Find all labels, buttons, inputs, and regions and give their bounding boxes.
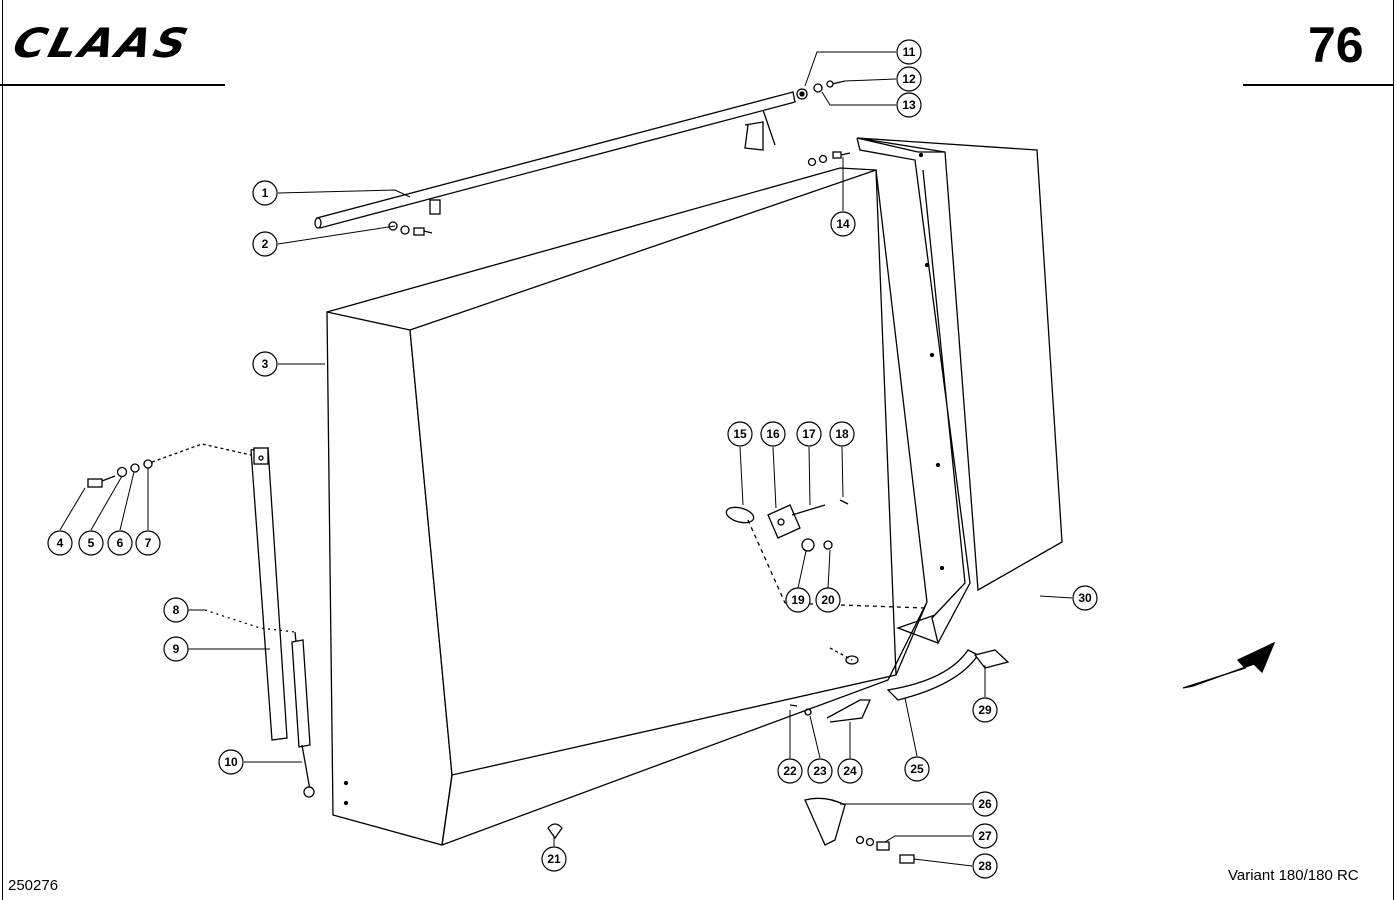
svg-text:22: 22 — [783, 764, 797, 778]
callout-16: 16 — [760, 421, 786, 447]
callout-5: 5 — [78, 530, 104, 556]
page-border-right — [1393, 0, 1394, 900]
door-panel — [326, 167, 928, 846]
svg-text:16: 16 — [766, 427, 780, 441]
callout-1: 1 — [252, 180, 278, 206]
svg-text:21: 21 — [547, 852, 561, 866]
svg-text:28: 28 — [978, 859, 992, 873]
callout-28: 28 — [972, 853, 998, 879]
svg-text:29: 29 — [978, 703, 992, 717]
strut-bolt-set — [87, 443, 252, 488]
callout-30: 30 — [1072, 585, 1098, 611]
callout-22: 22 — [777, 758, 803, 784]
callout-markers: 1 2 3 4 5 6 7 8 9 10 11 12 13 14 15 16 1… — [47, 39, 1098, 879]
callout-3: 3 — [252, 351, 278, 377]
callout-13: 13 — [896, 92, 922, 118]
svg-text:10: 10 — [224, 755, 238, 769]
svg-text:6: 6 — [117, 536, 124, 550]
callout-15: 15 — [727, 421, 753, 447]
svg-text:24: 24 — [843, 764, 857, 778]
callout-7: 7 — [135, 530, 161, 556]
svg-text:3: 3 — [262, 357, 269, 371]
callout-14: 14 — [830, 211, 856, 237]
svg-text:7: 7 — [145, 536, 152, 550]
callout-20: 20 — [815, 587, 841, 613]
svg-text:30: 30 — [1078, 591, 1092, 605]
callout-27: 27 — [972, 823, 998, 849]
svg-text:2: 2 — [262, 237, 269, 251]
callout-2: 2 — [252, 231, 278, 257]
top-rod — [314, 80, 846, 229]
svg-text:11: 11 — [903, 45, 916, 59]
svg-text:26: 26 — [978, 797, 992, 811]
svg-text:4: 4 — [57, 536, 64, 550]
svg-text:9: 9 — [173, 642, 180, 656]
callout-23: 23 — [807, 758, 833, 784]
rear-frame — [856, 137, 1063, 645]
callout-25: 25 — [904, 756, 930, 782]
svg-text:25: 25 — [910, 762, 924, 776]
svg-text:18: 18 — [835, 427, 849, 441]
svg-text:8: 8 — [173, 603, 180, 617]
svg-text:15: 15 — [733, 427, 747, 441]
svg-text:20: 20 — [821, 593, 835, 607]
svg-text:1: 1 — [262, 186, 269, 200]
callout-10: 10 — [218, 749, 244, 775]
hardware-bolts — [388, 151, 851, 236]
svg-text:19: 19 — [791, 593, 805, 607]
svg-text:13: 13 — [902, 98, 916, 112]
page-border-left — [2, 0, 3, 900]
header-rule-right — [1243, 84, 1393, 86]
callout-11: 11 — [896, 39, 922, 65]
callout-21: 21 — [541, 846, 567, 872]
model-label: Variant 180/180 RC — [1228, 867, 1359, 884]
callout-19: 19 — [785, 587, 811, 613]
callout-26: 26 — [972, 791, 998, 817]
lower-hardware — [547, 647, 1010, 864]
callout-9: 9 — [163, 636, 189, 662]
callout-8: 8 — [163, 597, 189, 623]
svg-text:12: 12 — [902, 72, 916, 86]
document-number: 250276 — [8, 877, 59, 894]
callout-24: 24 — [837, 758, 863, 784]
clip-chain — [204, 609, 296, 633]
direction-arrow-icon — [1182, 641, 1276, 689]
svg-text:17: 17 — [802, 427, 816, 441]
callout-6: 6 — [107, 530, 133, 556]
header-rule-left — [0, 84, 225, 86]
callout-18: 18 — [829, 421, 855, 447]
svg-text:5: 5 — [88, 536, 95, 550]
svg-text:14: 14 — [836, 217, 850, 231]
callout-4: 4 — [47, 530, 73, 556]
callout-17: 17 — [796, 421, 822, 447]
gas-strut — [250, 447, 315, 798]
svg-text:23: 23 — [813, 764, 827, 778]
callout-12: 12 — [896, 66, 922, 92]
latch-assembly — [725, 499, 926, 609]
leader-lines — [59, 51, 1073, 867]
svg-text:27: 27 — [978, 829, 992, 843]
callout-29: 29 — [972, 697, 998, 723]
page-number: 76 — [1308, 17, 1364, 73]
